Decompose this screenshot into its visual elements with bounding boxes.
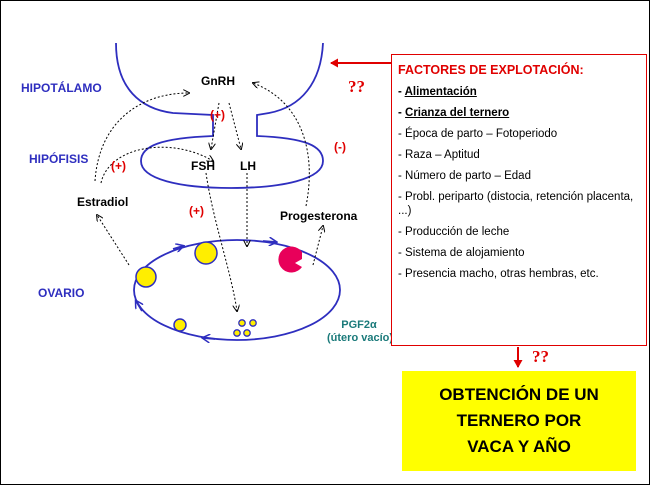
corpus-luteum: [278, 246, 302, 273]
result-line-3: VACA Y AÑO: [467, 437, 571, 456]
hipofisis-label: HIPÓFISIS: [29, 152, 89, 166]
fsh-label: FSH: [191, 159, 215, 173]
ovary-to-estradiol-arrow: [97, 215, 130, 266]
result-line-2: TERNERO POR: [456, 411, 582, 430]
factor-text: Sistema de alojamiento: [405, 247, 525, 259]
follicle-medium: [135, 266, 157, 288]
factor-item: - Presencia macho, otras hembras, etc.: [398, 267, 642, 281]
factor-bullet: -: [398, 226, 406, 238]
ovary-to-progesterona-arrow: [312, 226, 323, 266]
factor-item: - Época de parto – Fotoperiodo: [398, 127, 642, 141]
factor-bullet: -: [398, 191, 406, 203]
factor-bullet: -: [398, 268, 406, 280]
fsh-to-ovary-arrow: [205, 172, 237, 311]
progesterona-label: Progesterona: [280, 209, 358, 223]
question-marks-top: ??: [348, 77, 365, 96]
progesterona-inhibition-sign: (-): [334, 140, 346, 154]
factor-bullet: -: [398, 247, 406, 259]
small-follicles-cluster: [233, 319, 257, 337]
gnrh-to-lh-arrow: [228, 102, 241, 149]
factor-text: Probl. periparto (distocia, retención pl…: [398, 191, 634, 217]
cycle-arrow-right: [262, 241, 276, 242]
cycle-arrow-bottom: [203, 338, 216, 339]
factor-bullet: -: [398, 107, 406, 119]
hypothalamus-pituitary-outline: [115, 42, 324, 189]
question-marks-bottom: ??: [532, 347, 549, 366]
factor-bullet: -: [398, 86, 405, 98]
estradiol-stimulation-sign: (+): [111, 159, 126, 173]
ovario-label: OVARIO: [38, 286, 85, 300]
hipotalamo-label: HIPOTÁLAMO: [21, 81, 102, 95]
ovarian-cycle-ring: [133, 239, 341, 341]
estradiol-to-pituitary-arrow: [100, 146, 213, 184]
factor-item: - Alimentación: [398, 85, 642, 99]
result-box: OBTENCIÓN DE UN TERNERO POR VACA Y AÑO: [402, 371, 636, 471]
pgf2a-label: PGF2α (útero vacío): [327, 319, 394, 345]
factor-item: - Probl. periparto (distocia, retención …: [398, 190, 642, 218]
factor-text: Producción de leche: [405, 226, 510, 238]
pgf2a-text: PGF2α: [341, 319, 377, 331]
factor-bullet: -: [398, 149, 406, 161]
fsh-stimulation-sign: (+): [189, 204, 204, 218]
follicle-large: [194, 241, 218, 265]
utero-vacio-text: (útero vacío): [327, 332, 394, 344]
factor-text: Presencia macho, otras hembras, etc.: [405, 268, 599, 280]
factor-item: - Número de parto – Edad: [398, 169, 642, 183]
factor-text: Crianza del ternero: [405, 107, 510, 119]
factors-box: FACTORES DE EXPLOTACIÓN: - Alimentación-…: [391, 54, 647, 346]
factor-item: - Crianza del ternero: [398, 106, 642, 120]
factor-text: Época de parto – Fotoperiodo: [405, 128, 558, 140]
factor-text: Raza – Aptitud: [405, 149, 480, 161]
factors-list: - Alimentación- Crianza del ternero- Épo…: [398, 85, 642, 281]
factor-item: - Producción de leche: [398, 225, 642, 239]
factor-item: - Raza – Aptitud: [398, 148, 642, 162]
progesterona-to-hypothalamus-arrow: [253, 83, 310, 207]
cycle-arrow-left: [136, 301, 142, 312]
gnrh-label: GnRH: [201, 74, 235, 88]
estradiol-label: Estradiol: [77, 195, 129, 209]
factor-text: Alimentación: [404, 86, 477, 98]
factor-bullet: -: [398, 128, 406, 140]
factor-item: - Sistema de alojamiento: [398, 246, 642, 260]
result-line-1: OBTENCIÓN DE UN: [439, 385, 599, 404]
lh-label: LH: [240, 159, 256, 173]
follicle-small: [173, 318, 187, 332]
factor-text: Número de parto – Edad: [405, 170, 531, 182]
gnrh-stimulation-sign: (+): [210, 108, 225, 122]
factors-title: FACTORES DE EXPLOTACIÓN:: [398, 63, 584, 77]
factor-bullet: -: [398, 170, 406, 182]
cycle-arrow-top: [172, 246, 183, 249]
